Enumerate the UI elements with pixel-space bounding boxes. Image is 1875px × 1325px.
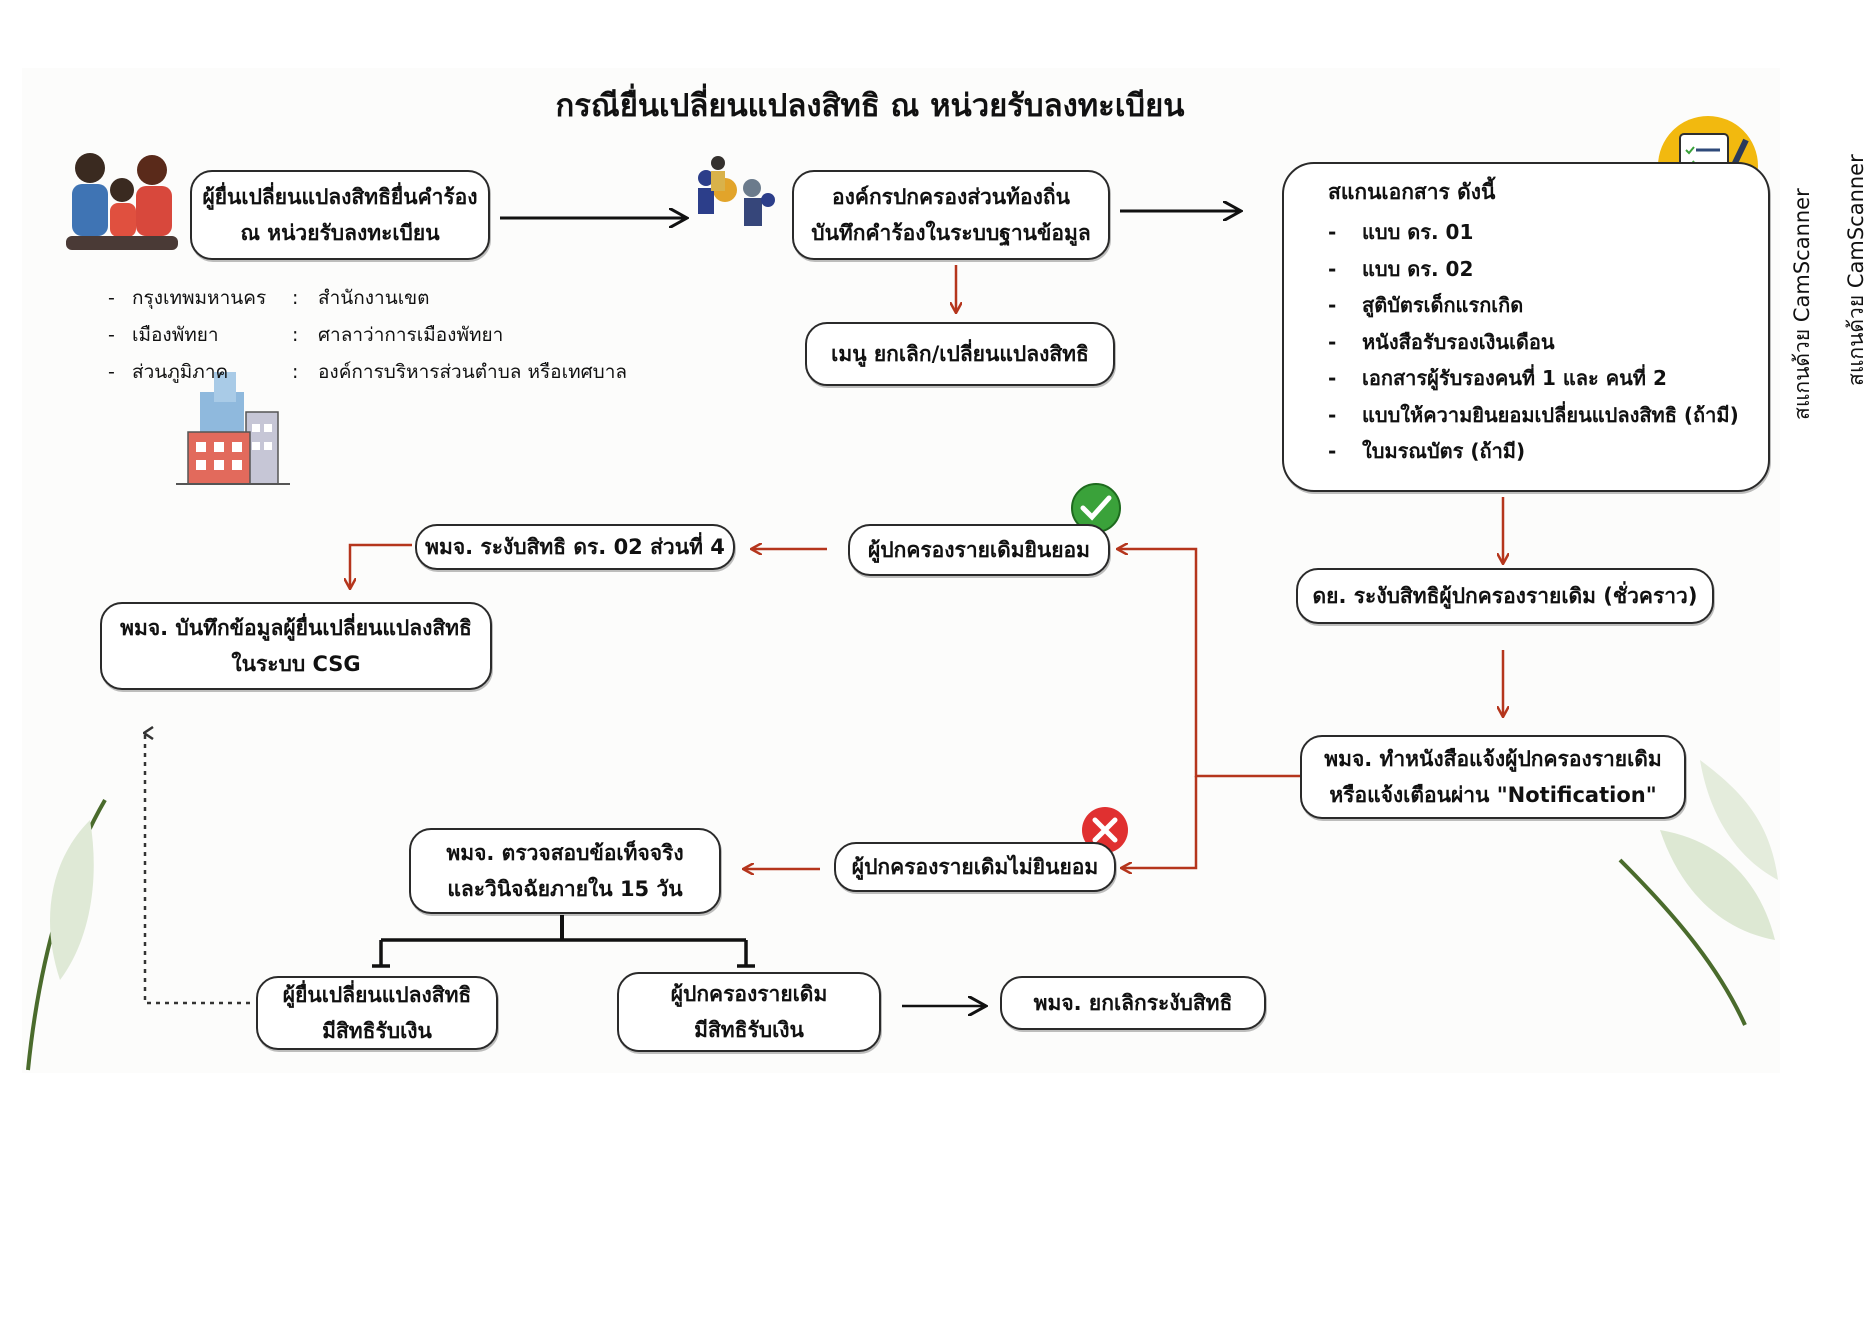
arrow-applicant-entitled-to-record — [145, 733, 250, 1005]
family-illustration — [66, 153, 178, 250]
applicant-entitled-box: ผู้ยื่นเปลี่ยนแปลงสิทธิ มีสิทธิรับเงิน — [256, 976, 498, 1050]
leaf-right-decoration — [1618, 760, 1778, 1026]
document-item-text: แบบ ดร. 01 — [1362, 220, 1474, 244]
decision-branch-connector — [372, 915, 755, 968]
arrow-suspend-to-record — [350, 543, 412, 588]
notify-original-guardian-box: พมจ. ทำหนังสือแจ้งผู้ปกครองรายเดิม หรือแ… — [1300, 735, 1686, 819]
applicant-line-1: ผู้ยื่นเปลี่ยนแปลงสิทธิยื่นคำร้อง — [202, 185, 478, 209]
location-row: - กรุงเทพมหานคร : สำนักงานเขต — [108, 280, 627, 317]
location-area: ส่วนภูมิภาค — [132, 361, 229, 383]
document-item: -หนังสือรับรองเงินเดือน — [1328, 324, 1555, 361]
document-item: -ใบมรณบัตร (ถ้ามี) — [1328, 433, 1525, 470]
notify-line-1: พมจ. ทำหนังสือแจ้งผู้ปกครองรายเดิม — [1324, 747, 1662, 771]
document-item: -เอกสารผู้รับรองคนที่ 1 และ คนที่ 2 — [1328, 360, 1667, 397]
local-gov-line-2: บันทึกคำร้องในระบบฐานข้อมูล — [811, 221, 1091, 245]
consent-box: ผู้ปกครองรายเดิมยินยอม — [848, 524, 1110, 576]
scanner-watermark-2: สแกนด้วย CamScanner — [1844, 154, 1868, 386]
scan-documents-box: สแกนเอกสาร ดังนี้ -แบบ ดร. 01 -แบบ ดร. 0… — [1282, 162, 1770, 492]
arrow-notify-to-consent — [1118, 549, 1300, 778]
check-icon — [1071, 483, 1121, 533]
menu-cancel-change-box: เมนู ยกเลิก/เปลี่ยนแปลงสิทธิ — [805, 322, 1115, 386]
record-csg-line-1: พมจ. บันทึกข้อมูลผู้ยื่นเปลี่ยนแปลงสิทธิ — [120, 616, 472, 640]
document-item-text: แบบให้ความยินยอมเปลี่ยนแปลงสิทธิ (ถ้ามี) — [1362, 402, 1739, 427]
investigate-box: พมจ. ตรวจสอบข้อเท็จจริง และวินิจฉัยภายใน… — [409, 828, 721, 914]
original-entitled-line-2: มีสิทธิรับเงิน — [694, 1018, 804, 1042]
document-item-text: หนังสือรับรองเงินเดือน — [1362, 329, 1555, 354]
investigate-line-2: และวินิจฉัยภายใน 15 วัน — [447, 877, 683, 901]
document-item-text: สูติบัตรเด็กแรกเกิด — [1362, 293, 1524, 317]
location-row: - เมืองพัทยา : ศาลาว่าการเมืองพัทยา — [108, 317, 627, 354]
document-item: -แบบ ดร. 02 — [1328, 251, 1473, 288]
dy-suspend-box: ดย. ระงับสิทธิผู้ปกครองรายเดิม (ชั่วคราว… — [1296, 568, 1714, 624]
location-office: สำนักงานเขต — [318, 287, 430, 309]
applicant-entitled-line-1: ผู้ยื่นเปลี่ยนแปลงสิทธิ — [282, 983, 472, 1007]
location-area: เมืองพัทยา — [132, 324, 219, 346]
documents-heading: สแกนเอกสาร ดังนี้ — [1328, 180, 1496, 204]
no-consent-box: ผู้ปกครองรายเดิมไม่ยินยอม — [834, 842, 1116, 892]
applicant-line-2: ณ หน่วยรับลงทะเบียน — [240, 221, 440, 245]
leaf-left-decoration — [26, 798, 107, 1071]
original-entitled-box: ผู้ปกครองรายเดิม มีสิทธิรับเงิน — [617, 972, 881, 1052]
document-item: -แบบให้ความยินยอมเปลี่ยนแปลงสิทธิ (ถ้ามี… — [1328, 397, 1739, 434]
location-row: - ส่วนภูมิภาค : องค์การบริหารส่วนตำบล หร… — [108, 354, 627, 391]
record-csg-box: พมจ. บันทึกข้อมูลผู้ยื่นเปลี่ยนแปลงสิทธิ… — [100, 602, 492, 690]
cancel-suspend-label: พมจ. ยกเลิกระงับสิทธิ — [1033, 991, 1233, 1015]
scanner-watermark-1: สแกนด้วย CamScanner — [1790, 188, 1814, 420]
document-item-text: ใบมรณบัตร (ถ้ามี) — [1362, 439, 1526, 463]
applicant-request-box: ผู้ยื่นเปลี่ยนแปลงสิทธิยื่นคำร้อง ณ หน่ว… — [190, 170, 490, 260]
document-item: -แบบ ดร. 01 — [1328, 214, 1473, 251]
location-list: - กรุงเทพมหานคร : สำนักงานเขต - เมืองพัท… — [108, 280, 627, 391]
document-item: -สูติบัตรเด็กแรกเกิด — [1328, 287, 1523, 324]
dy-suspend-label: ดย. ระงับสิทธิผู้ปกครองรายเดิม (ชั่วคราว… — [1312, 584, 1698, 608]
suspend-part4-box: พมจ. ระงับสิทธิ ดร. 02 ส่วนที่ 4 — [415, 524, 735, 570]
local-government-box: องค์กรปกครองส่วนท้องถิ่น บันทึกคำร้องในร… — [792, 170, 1110, 260]
notify-line-2: หรือแจ้งเตือนผ่าน "Notification" — [1329, 783, 1657, 807]
record-csg-line-2: ในระบบ CSG — [231, 652, 361, 676]
no-consent-label: ผู้ปกครองรายเดิมไม่ยินยอม — [851, 855, 1099, 879]
original-entitled-line-1: ผู้ปกครองรายเดิม — [670, 982, 828, 1006]
consent-label: ผู้ปกครองรายเดิมยินยอม — [868, 538, 1090, 562]
location-area: กรุงเทพมหานคร — [132, 287, 267, 309]
cross-icon — [1082, 807, 1128, 853]
cancel-suspend-box: พมจ. ยกเลิกระงับสิทธิ — [1000, 976, 1266, 1030]
applicant-entitled-line-2: มีสิทธิรับเงิน — [322, 1019, 432, 1043]
page-title: กรณียื่นเปลี่ยนแปลงสิทธิ ณ หน่วยรับลงทะเ… — [555, 88, 1185, 124]
document-item-text: แบบ ดร. 02 — [1362, 256, 1474, 281]
document-item-text: เอกสารผู้รับรองคนที่ 1 และ คนที่ 2 — [1362, 366, 1667, 390]
government-staff-illustration — [698, 156, 775, 226]
location-office: ศาลาว่าการเมืองพัทยา — [318, 324, 504, 346]
building-illustration — [176, 372, 290, 485]
location-office: องค์การบริหารส่วนตำบล หรือเทศบาล — [318, 361, 628, 383]
menu-label: เมนู ยกเลิก/เปลี่ยนแปลงสิทธิ — [831, 342, 1089, 366]
suspend-part4-label: พมจ. ระงับสิทธิ ดร. 02 ส่วนที่ 4 — [425, 535, 725, 559]
investigate-line-1: พมจ. ตรวจสอบข้อเท็จจริง — [446, 841, 684, 865]
arrow-notify-to-noconsent — [1122, 776, 1198, 868]
local-gov-line-1: องค์กรปกครองส่วนท้องถิ่น — [832, 185, 1070, 209]
